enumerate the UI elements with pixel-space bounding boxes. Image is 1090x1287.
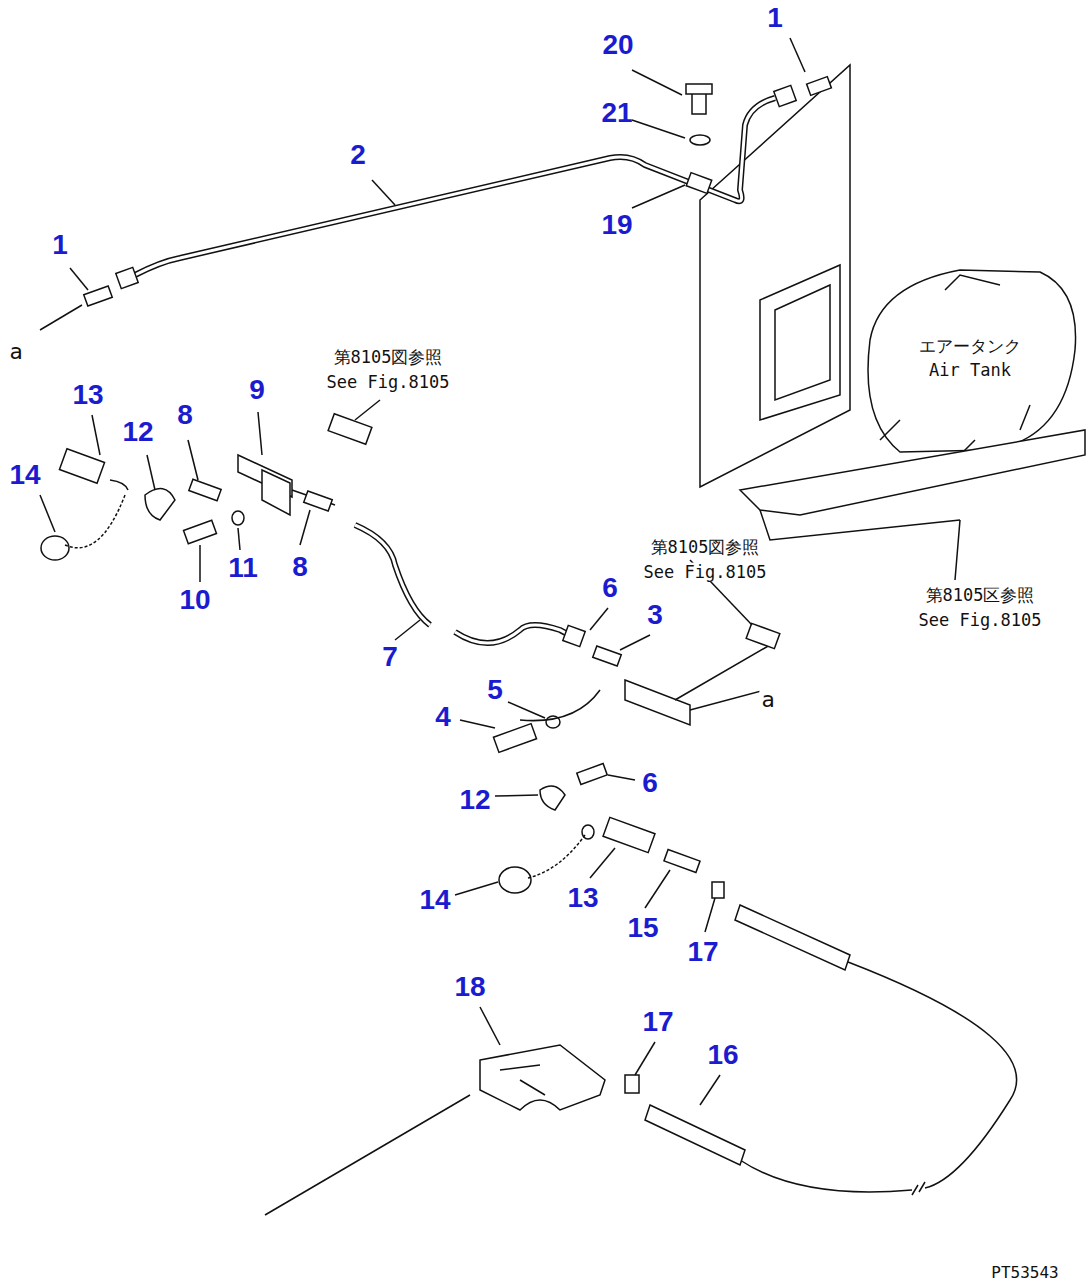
note-text: 第8105図参照 [649,538,762,557]
callout-number: 1 [767,3,783,34]
callout-number: 9 [249,375,265,406]
note-text: a [759,688,776,712]
note-text: See Fig.8105 [325,373,452,392]
note-text: See Fig.8105 [642,563,769,582]
callout-number: 15 [627,913,658,944]
callout-number: 14 [9,460,40,491]
callout-number: 17 [687,937,718,968]
note-text: PT53543 [989,1264,1060,1282]
callout-number: 7 [382,642,398,673]
note-text: 第8105図参照 [332,348,445,367]
callout-number: 12 [122,417,153,448]
note-text: Air Tank [927,361,1013,380]
callout-number: 5 [487,675,503,706]
callout-number: 18 [454,972,485,1003]
callout-number: 11 [228,553,258,584]
callout-number: 1 [52,230,68,261]
callout-number: 2 [350,140,366,171]
callout-number: 19 [601,210,632,241]
callout-number: 8 [177,400,193,431]
callout-number: 20 [602,30,633,61]
callout-number: 10 [179,585,210,616]
note-text: 第8105区参照 [924,586,1037,605]
note-text: See Fig.8105 [917,611,1044,630]
callout-number: 3 [647,600,663,631]
callout-number: 13 [72,380,103,411]
callout-number: 8 [292,552,308,583]
note-text: エアータンク [917,337,1023,356]
callout-number: 17 [642,1007,673,1038]
note-text: a [7,340,24,364]
callout-number: 14 [419,885,450,916]
callout-number: 16 [707,1040,738,1071]
callout-number: 12 [459,785,490,816]
callout-number: 21 [601,98,632,129]
callout-number: 6 [642,768,658,799]
callout-number: 13 [567,883,598,914]
callout-number: 6 [602,573,618,604]
callout-number: 4 [435,702,451,733]
